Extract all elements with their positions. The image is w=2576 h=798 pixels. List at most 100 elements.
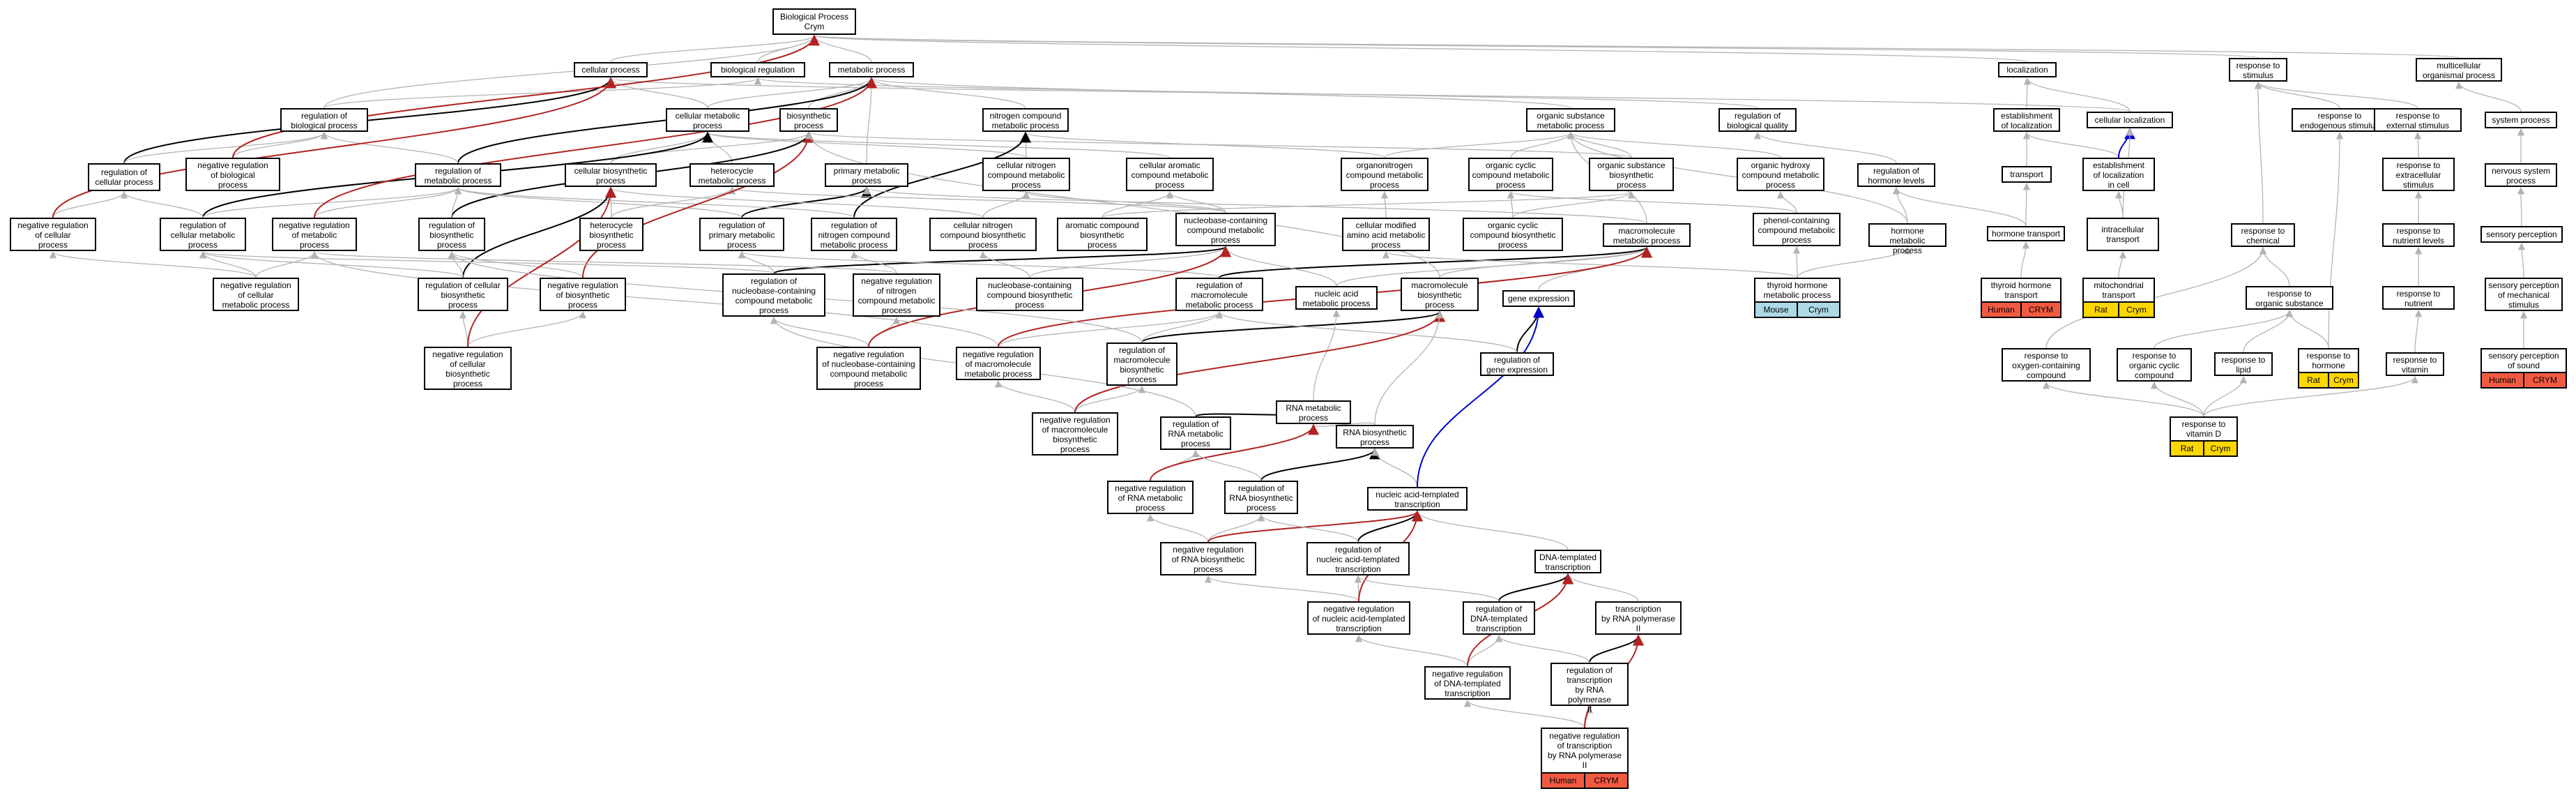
go-term-rnbcmp[interactable]: regulation of nucleobase-containing comp… bbox=[722, 273, 825, 317]
go-term-rmacmp[interactable]: regulation of macromolecule metabolic pr… bbox=[1175, 278, 1263, 311]
go-term-rmp[interactable]: regulation of metabolic process bbox=[415, 163, 501, 187]
go-term-breg[interactable]: biological regulation bbox=[710, 62, 805, 77]
go-term-ncmp[interactable]: nitrogen compound metabolic process bbox=[982, 108, 1069, 132]
go-term-rbq[interactable]: regulation of biological quality bbox=[1718, 108, 1797, 132]
go-term-rtvit[interactable]: response to vitamin bbox=[2386, 352, 2444, 376]
go-term-mp[interactable]: metabolic process bbox=[829, 62, 914, 77]
go-term-rcp[interactable]: regulation of cellular process bbox=[88, 163, 160, 191]
go-term-rtocyc[interactable]: response to organic cyclic compound bbox=[2117, 348, 2192, 382]
go-term-bsp[interactable]: biosynthetic process bbox=[779, 108, 838, 132]
go-term-rtes[interactable]: response to endogenous stimulus bbox=[2292, 108, 2388, 132]
go-term-cp[interactable]: cellular process bbox=[574, 62, 648, 77]
go-term-rtnut[interactable]: response to nutrient bbox=[2382, 286, 2455, 310]
go-term-sensp[interactable]: sensory perception bbox=[2480, 226, 2563, 243]
go-term-pmp[interactable]: primary metabolic process bbox=[825, 163, 908, 187]
go-term-onmp[interactable]: organonitrogen compound metabolic proces… bbox=[1341, 158, 1428, 191]
go-term-rpmp[interactable]: regulation of primary metabolic process bbox=[699, 218, 784, 251]
go-term-rtos[interactable]: response to organic substance bbox=[2246, 286, 2333, 310]
go-term-osbp[interactable]: organic substance biosynthetic process bbox=[1589, 158, 1674, 191]
go-term-cacmp[interactable]: cellular aromatic compound metabolic pro… bbox=[1126, 158, 1214, 191]
go-term-osmp[interactable]: organic substance metabolic process bbox=[1526, 108, 1615, 132]
go-term-mop[interactable]: multicellular organismal process bbox=[2416, 58, 2502, 82]
go-term-cmaamp[interactable]: cellular modified amino acid metabolic p… bbox=[1342, 218, 1430, 251]
go-term-nrcp[interactable]: negative regulation of cellular process bbox=[10, 218, 96, 251]
go-term-rtexs[interactable]: response to external stimulus bbox=[2374, 108, 2462, 132]
go-term-pccmp[interactable]: phenol-containing compound metabolic pro… bbox=[1753, 213, 1840, 246]
go-term-rrnabsp[interactable]: regulation of RNA biosynthetic process bbox=[1224, 481, 1298, 514]
go-term-gexp[interactable]: gene expression bbox=[1502, 290, 1575, 307]
go-term-ict[interactable]: intracellular transport bbox=[2087, 218, 2159, 251]
go-term-rrnamp[interactable]: regulation of RNA metabolic process bbox=[1160, 416, 1231, 450]
go-term-nrbsp[interactable]: negative regulation of biosynthetic proc… bbox=[540, 278, 626, 311]
go-term-nbcbsp[interactable]: nucleobase-containing compound biosynthe… bbox=[976, 278, 1083, 311]
go-term-rnamp[interactable]: RNA metabolic process bbox=[1276, 400, 1351, 424]
go-term-rnatt[interactable]: regulation of nucleic acid-templated tra… bbox=[1306, 542, 1410, 575]
go-term-nrcmp[interactable]: negative regulation of cellular metaboli… bbox=[213, 278, 299, 311]
go-term-rbsp[interactable]: regulation of biosynthetic process bbox=[418, 218, 485, 251]
go-term-bp[interactable]: Biological Process Crym bbox=[772, 8, 856, 35]
go-term-eolc[interactable]: establishment of localization in cell bbox=[2082, 158, 2155, 191]
go-term-cbsp[interactable]: cellular biosynthetic process bbox=[565, 163, 657, 187]
go-term-cloc[interactable]: cellular localization bbox=[2087, 112, 2173, 128]
go-term-hormmp[interactable]: hormone metabolic process bbox=[1868, 223, 1946, 255]
go-term-rts[interactable]: response to stimulus bbox=[2229, 58, 2287, 82]
go-term-rtchem[interactable]: response to chemical bbox=[2231, 223, 2295, 247]
go-term-nrbp[interactable]: negative regulation of biological proces… bbox=[185, 158, 280, 191]
go-term-ohcmp[interactable]: organic hydroxy compound metabolic proce… bbox=[1737, 158, 1824, 191]
go-term-nrtrp2[interactable]: negative regulation of transcription by … bbox=[1541, 728, 1629, 789]
go-term-loc[interactable]: localization bbox=[1998, 62, 2057, 77]
go-term-nrmp[interactable]: negative regulation of metabolic process bbox=[272, 218, 357, 251]
go-term-cncmp[interactable]: cellular nitrogen compound metabolic pro… bbox=[982, 158, 1070, 191]
go-term-macbsp[interactable]: macromolecule biosynthetic process bbox=[1401, 278, 1479, 311]
go-term-nsp[interactable]: nervous system process bbox=[2485, 163, 2557, 187]
go-term-rcmp[interactable]: regulation of cellular metabolic process bbox=[160, 218, 246, 251]
go-term-nrcbsp[interactable]: negative regulation of cellular biosynth… bbox=[424, 347, 512, 390]
go-term-rcbsp[interactable]: regulation of cellular biosynthetic proc… bbox=[418, 278, 508, 311]
go-term-rtrp2[interactable]: regulation of transcription by RNA polym… bbox=[1550, 663, 1629, 714]
go-term-rtnl[interactable]: response to nutrient levels bbox=[2382, 223, 2455, 247]
go-term-nrmacbsp[interactable]: negative regulation of macromolecule bio… bbox=[1032, 412, 1118, 456]
go-term-rtexcs[interactable]: response to extracellular stimulus bbox=[2382, 158, 2455, 191]
go-term-rdtt[interactable]: regulation of DNA-templated transcriptio… bbox=[1463, 601, 1535, 635]
go-term-label: establishment of localization bbox=[2000, 111, 2053, 130]
go-term-trp2[interactable]: transcription by RNA polymerase II bbox=[1595, 601, 1682, 635]
go-term-occmp[interactable]: organic cyclic compound metabolic proces… bbox=[1468, 158, 1553, 191]
go-term-rnabsp[interactable]: RNA biosynthetic process bbox=[1336, 425, 1414, 449]
go-term-nacmp[interactable]: nucleic acid metabolic process bbox=[1295, 286, 1378, 310]
go-term-eol[interactable]: establishment of localization bbox=[1993, 108, 2060, 132]
go-term-nrrnabsp[interactable]: negative regulation of RNA biosynthetic … bbox=[1160, 542, 1256, 575]
go-term-nrnbcmp[interactable]: negative regulation of nucleobase-contai… bbox=[816, 347, 921, 390]
go-term-spms[interactable]: sensory perception of mechanical stimulu… bbox=[2485, 278, 2563, 311]
go-term-rtocc[interactable]: response to oxygen-containing compound bbox=[2002, 348, 2091, 382]
go-term-rhl[interactable]: regulation of hormone levels bbox=[1857, 163, 1935, 187]
go-term-cncbsp[interactable]: cellular nitrogen compound biosynthetic … bbox=[929, 218, 1037, 251]
go-term-dtt[interactable]: DNA-templated transcription bbox=[1534, 550, 1601, 573]
go-term-rtlip[interactable]: response to lipid bbox=[2214, 352, 2273, 376]
go-term-hbsp[interactable]: heterocycle biosynthetic process bbox=[579, 218, 643, 251]
go-term-rmacbsp[interactable]: regulation of macromolecule biosynthetic… bbox=[1106, 342, 1178, 386]
go-term-natt[interactable]: nucleic acid-templated transcription bbox=[1367, 487, 1468, 511]
go-term-nrmacmp[interactable]: negative regulation of macromolecule met… bbox=[956, 347, 1041, 380]
go-term-rge[interactable]: regulation of gene expression bbox=[1480, 352, 1554, 376]
go-term-nrnatt[interactable]: negative regulation of nucleic acid-temp… bbox=[1307, 601, 1410, 635]
go-term-occbsp[interactable]: organic cyclic compound biosynthetic pro… bbox=[1463, 218, 1563, 251]
go-term-transp[interactable]: transport bbox=[2002, 166, 2052, 183]
go-term-rncmp[interactable]: regulation of nitrogen compound metaboli… bbox=[811, 218, 897, 251]
go-term-hmp[interactable]: heterocycle metabolic process bbox=[689, 163, 775, 187]
go-term-nrdtt[interactable]: negative regulation of DNA-templated tra… bbox=[1424, 666, 1511, 700]
go-term-acbsp[interactable]: aromatic compound biosynthetic process bbox=[1057, 218, 1148, 251]
go-term-hormt[interactable]: hormone transport bbox=[1987, 226, 2065, 241]
go-term-nbcmp[interactable]: nucleobase-containing compound metabolic… bbox=[1175, 213, 1276, 246]
go-term-cmp[interactable]: cellular metabolic process bbox=[666, 108, 749, 132]
go-term-rbp[interactable]: regulation of biological process bbox=[280, 108, 368, 132]
go-term-nrncmp[interactable]: negative regulation of nitrogen compound… bbox=[853, 273, 940, 317]
go-term-macmp[interactable]: macromolecule metabolic process bbox=[1603, 223, 1691, 247]
go-term-sysp[interactable]: system process bbox=[2485, 112, 2557, 128]
go-term-nrrnamp[interactable]: negative regulation of RNA metabolic pro… bbox=[1107, 481, 1194, 514]
